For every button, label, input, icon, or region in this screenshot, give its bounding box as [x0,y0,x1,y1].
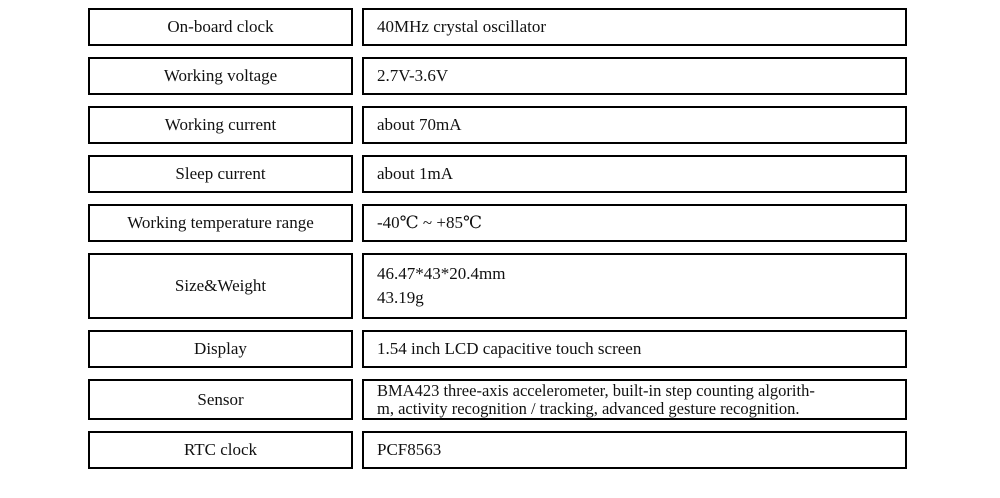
spec-value-cell: PCF8563 [362,431,907,469]
spec-label-cell: Display [88,330,353,368]
spec-label-cell: On-board clock [88,8,353,46]
table-row: On-board clock 40MHz crystal oscillator [88,8,907,46]
spec-value-line: -40℃ ~ +85℃ [377,213,482,232]
table-row: RTC clock PCF8563 [88,431,907,469]
spec-label-cell: Sensor [88,379,353,420]
spec-value-line: about 70mA [377,115,462,134]
table-row: Display 1.54 inch LCD capacitive touch s… [88,330,907,368]
spec-label-cell: Size&Weight [88,253,353,319]
spec-value-cell: 2.7V-3.6V [362,57,907,95]
spec-value-line: 2.7V-3.6V [377,66,449,85]
spec-value-cell: 46.47*43*20.4mm 43.19g [362,253,907,319]
table-row: Working temperature range -40℃ ~ +85℃ [88,204,907,242]
spec-value-cell: -40℃ ~ +85℃ [362,204,907,242]
table-row: Working current about 70mA [88,106,907,144]
table-row: Sensor BMA423 three-axis accelerometer, … [88,379,907,420]
spec-value-line: 40MHz crystal oscillator [377,17,547,36]
spec-label-cell: Sleep current [88,155,353,193]
spec-label-cell: Working current [88,106,353,144]
spec-value-line: BMA423 three-axis accelerometer, built-i… [377,380,815,400]
spec-value-line: 1.54 inch LCD capacitive touch screen [377,339,642,358]
table-row: Size&Weight 46.47*43*20.4mm 43.19g [88,253,907,319]
spec-value-cell: about 70mA [362,106,907,144]
spec-value-cell: 1.54 inch LCD capacitive touch screen [362,330,907,368]
spec-value-line: m, activity recognition / tracking, adva… [377,398,800,418]
spec-value-line: PCF8563 [377,440,442,459]
table-row: Sleep current about 1mA [88,155,907,193]
table-row: Working voltage 2.7V-3.6V [88,57,907,95]
spec-label-cell: RTC clock [88,431,353,469]
spec-label-cell: Working voltage [88,57,353,95]
spec-value-line: about 1mA [377,164,454,183]
specification-table: On-board clock 40MHz crystal oscillator … [88,8,907,469]
spec-value-cell: 40MHz crystal oscillator [362,8,907,46]
spec-value-line: 46.47*43*20.4mm [377,264,506,283]
spec-value-cell: about 1mA [362,155,907,193]
spec-label-cell: Working temperature range [88,204,353,242]
spec-value-line: 43.19g [377,288,424,307]
spec-value-cell: BMA423 three-axis accelerometer, built-i… [362,379,907,420]
